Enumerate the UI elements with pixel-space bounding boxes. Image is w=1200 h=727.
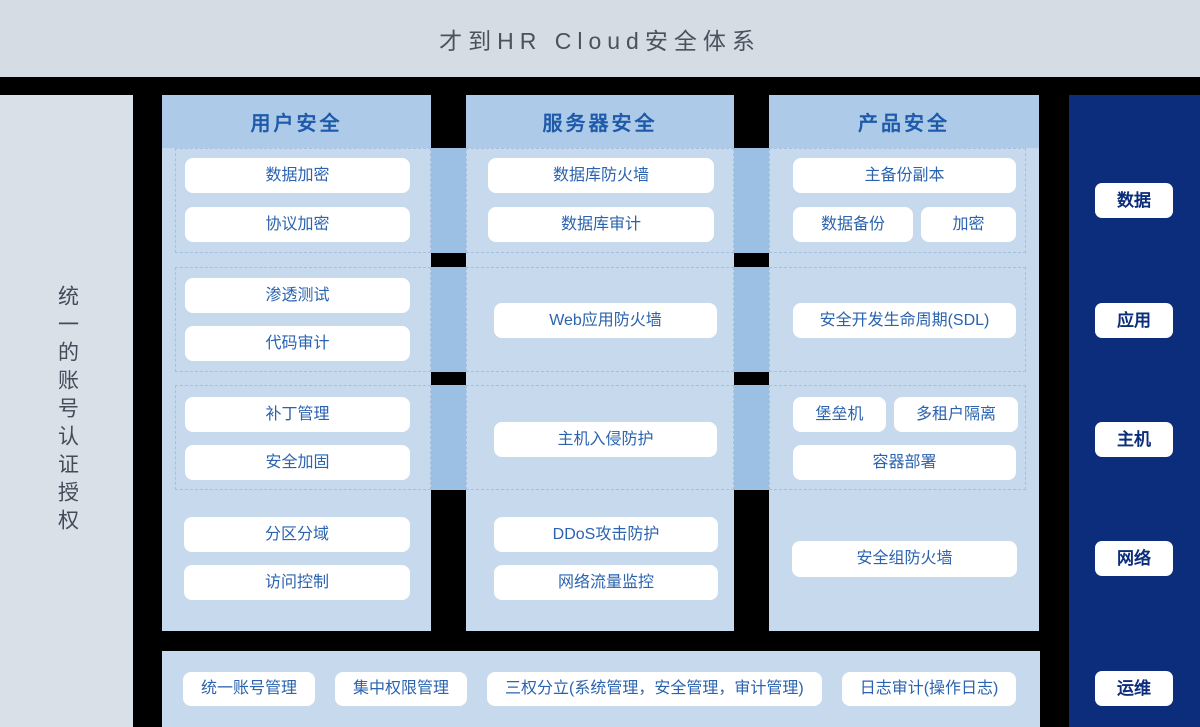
item-card: 补丁管理 — [185, 397, 410, 432]
item-card: 安全加固 — [185, 445, 410, 480]
item-card: 数据库审计 — [488, 207, 714, 242]
bridge-connector — [734, 385, 769, 490]
column-user-security-header: 用户安全 — [162, 95, 431, 148]
left-rail-label: 统一的账号认证授权 — [55, 285, 79, 537]
group-user-host: 补丁管理 安全加固 — [175, 385, 431, 490]
column-product-security-header: 产品安全 — [769, 95, 1039, 148]
bridge-connector — [431, 267, 466, 372]
item-card: 容器部署 — [793, 445, 1016, 480]
page-header: 才到HR Cloud安全体系 — [0, 0, 1200, 77]
item-card: DDoS攻击防护 — [494, 517, 718, 552]
item-card: 安全组防火墙 — [792, 541, 1017, 577]
item-card: 堡垒机 — [793, 397, 886, 432]
column-server-security: 服务器安全 数据库防火墙 数据库审计 Web应用防火墙 主机入侵防护 DDoS攻… — [466, 95, 734, 631]
item-card: 访问控制 — [184, 565, 410, 600]
item-card: 主机入侵防护 — [494, 422, 717, 457]
item-card: 加密 — [921, 207, 1016, 242]
bridge-connector — [734, 148, 769, 253]
item-card: 协议加密 — [185, 207, 410, 242]
layer-badge-app: 应用 — [1095, 303, 1173, 338]
item-card: Web应用防火墙 — [494, 303, 717, 338]
item-card: 网络流量监控 — [494, 565, 718, 600]
layer-badge-data: 数据 — [1095, 183, 1173, 218]
item-card: 代码审计 — [185, 326, 410, 361]
item-card: 三权分立(系统管理，安全管理，审计管理) — [487, 672, 822, 706]
item-card: 主备份副本 — [793, 158, 1016, 193]
page-title: 才到HR Cloud安全体系 — [439, 27, 761, 54]
layer-badge-ops: 运维 — [1095, 671, 1173, 706]
layer-badge-network: 网络 — [1095, 541, 1173, 576]
item-card: 统一账号管理 — [183, 672, 316, 706]
group-user-data: 数据加密 协议加密 — [175, 148, 431, 253]
group-user-app: 渗透测试 代码审计 — [175, 267, 431, 372]
item-card: 渗透测试 — [185, 278, 410, 313]
item-card: 集中权限管理 — [335, 672, 468, 706]
group-product-host: 堡垒机 多租户隔离 容器部署 — [769, 385, 1026, 490]
group-product-data: 主备份副本 数据备份 加密 — [769, 148, 1026, 253]
right-rail-layers: 数据 应用 主机 网络 运维 — [1069, 95, 1200, 727]
item-card: 分区分域 — [184, 517, 410, 552]
item-card: 数据库防火墙 — [488, 158, 714, 193]
item-card: 日志审计(操作日志) — [841, 672, 1017, 706]
bridge-connector — [734, 267, 769, 372]
bottom-management-bar: 统一账号管理 集中权限管理 三权分立(系统管理，安全管理，审计管理) 日志审计(… — [162, 651, 1040, 727]
item-card: 数据备份 — [793, 207, 913, 242]
column-user-security: 用户安全 数据加密 协议加密 渗透测试 代码审计 补丁管理 安全加固 分区分域 … — [162, 95, 431, 631]
column-server-security-header: 服务器安全 — [466, 95, 734, 148]
item-card: 安全开发生命周期(SDL) — [793, 303, 1016, 338]
layer-badge-host: 主机 — [1095, 422, 1173, 457]
bridge-connector — [431, 148, 466, 253]
bridge-connector — [431, 385, 466, 490]
left-rail-unified-auth: 统一的账号认证授权 — [0, 95, 133, 727]
group-server-data: 数据库防火墙 数据库审计 — [466, 148, 734, 253]
group-server-app: Web应用防火墙 — [466, 267, 734, 372]
group-product-app: 安全开发生命周期(SDL) — [769, 267, 1026, 372]
item-card: 数据加密 — [185, 158, 410, 193]
column-product-security: 产品安全 主备份副本 数据备份 加密 安全开发生命周期(SDL) 堡垒机 多租户… — [769, 95, 1039, 631]
item-card: 多租户隔离 — [894, 397, 1018, 432]
group-server-host: 主机入侵防护 — [466, 385, 734, 490]
